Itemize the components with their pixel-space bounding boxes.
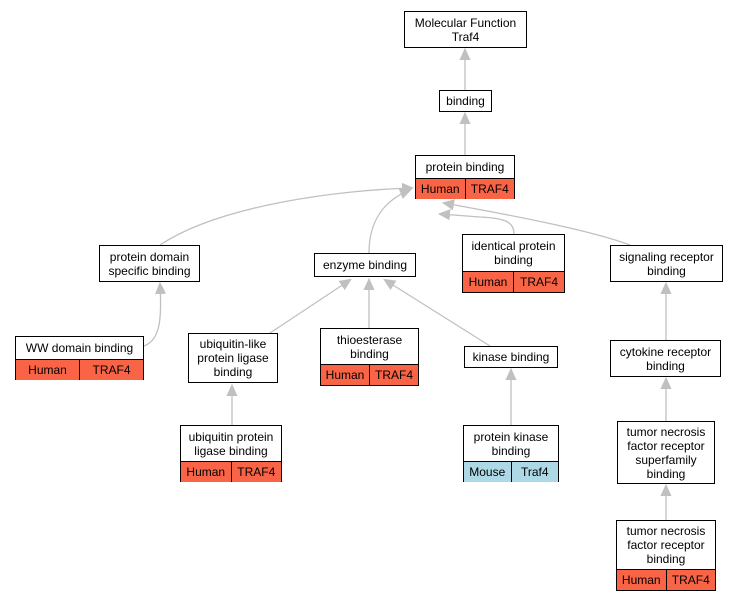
node-label: identical protein binding: [471, 239, 556, 267]
species-cell: Human: [416, 179, 465, 199]
node-binding[interactable]: binding: [439, 90, 492, 112]
species-cell: Human: [321, 365, 369, 385]
annotation-row: Human TRAF4: [416, 178, 514, 199]
node-label: protein domain specific binding: [108, 249, 191, 278]
gene-cell: TRAF4: [79, 360, 143, 380]
node-label: kinase binding: [472, 350, 550, 364]
annotation-row: Human TRAF4: [463, 271, 564, 292]
node-cytokine-receptor-binding[interactable]: cytokine receptor binding: [610, 340, 721, 377]
node-kinase-binding[interactable]: kinase binding: [464, 346, 558, 368]
edge-enzyme-to-protein-binding: [368, 190, 410, 254]
node-thioesterase-binding[interactable]: thioesterase binding Human TRAF4: [320, 328, 419, 386]
node-label: protein binding: [425, 160, 505, 174]
node-enzyme-binding[interactable]: enzyme binding: [314, 253, 416, 277]
node-label: Molecular Function Traf4: [414, 15, 517, 44]
gene-cell: TRAF4: [464, 179, 514, 199]
node-ubiquitin-protein-ligase-binding[interactable]: ubiquitin protein ligase binding Human T…: [180, 425, 282, 482]
species-cell: Human: [16, 360, 79, 380]
node-protein-kinase-binding[interactable]: protein kinase binding Mouse Traf4: [463, 425, 559, 482]
gene-cell: TRAF4: [369, 365, 418, 385]
annotation-row: Mouse Traf4: [464, 461, 558, 482]
edge-ubiquitin-like-to-enzyme: [269, 280, 350, 334]
species-cell: Human: [463, 272, 513, 292]
node-label: signaling receptor binding: [619, 249, 714, 278]
node-molecular-function[interactable]: Molecular Function Traf4: [404, 11, 527, 48]
node-label: cytokine receptor binding: [619, 344, 712, 373]
annotation-row: Human TRAF4: [181, 461, 281, 482]
node-identical-protein-binding[interactable]: identical protein binding Human TRAF4: [462, 234, 565, 293]
edge-signaling-to-protein-binding: [444, 203, 631, 246]
species-cell: Mouse: [464, 462, 511, 482]
node-label: WW domain binding: [25, 341, 134, 355]
gene-cell: TRAF4: [513, 272, 564, 292]
edge-ww-domain-to-protein-domain: [143, 284, 161, 347]
node-signaling-receptor-binding[interactable]: signaling receptor binding: [610, 245, 723, 282]
node-protein-domain-specific-binding[interactable]: protein domain specific binding: [99, 245, 200, 282]
node-label: protein kinase binding: [473, 429, 549, 458]
gene-cell: TRAF4: [230, 462, 281, 482]
gene-cell: TRAF4: [665, 570, 715, 590]
edge-kinase-to-enzyme: [385, 280, 491, 347]
species-cell: Human: [181, 462, 231, 482]
node-label: tumor necrosis factor receptor superfami…: [626, 424, 706, 481]
edge-identical-to-protein-binding: [440, 214, 515, 235]
gene-cell: Traf4: [510, 462, 558, 482]
edge-protein-domain-to-protein-binding: [159, 188, 412, 246]
node-label: thioesterase binding: [336, 332, 403, 361]
node-tnfr-binding[interactable]: tumor necrosis factor receptor binding H…: [616, 520, 716, 591]
node-ww-domain-binding[interactable]: WW domain binding Human TRAF4: [15, 336, 144, 380]
node-ubiquitin-like-protein-ligase-binding[interactable]: ubiquitin-like protein ligase binding: [188, 333, 278, 383]
annotation-row: Human TRAF4: [16, 359, 143, 380]
species-cell: Human: [617, 570, 666, 590]
annotation-row: Human TRAF4: [321, 364, 418, 385]
node-protein-binding[interactable]: protein binding Human TRAF4: [415, 155, 515, 199]
node-tnfr-superfamily-binding[interactable]: tumor necrosis factor receptor superfami…: [617, 421, 715, 484]
node-label: ubiquitin-like protein ligase binding: [197, 337, 269, 379]
annotation-row: Human TRAF4: [617, 569, 715, 590]
node-label: ubiquitin protein ligase binding: [188, 429, 274, 458]
node-label: tumor necrosis factor receptor binding: [626, 524, 706, 566]
node-label: binding: [446, 94, 485, 108]
node-label: enzyme binding: [322, 258, 408, 272]
